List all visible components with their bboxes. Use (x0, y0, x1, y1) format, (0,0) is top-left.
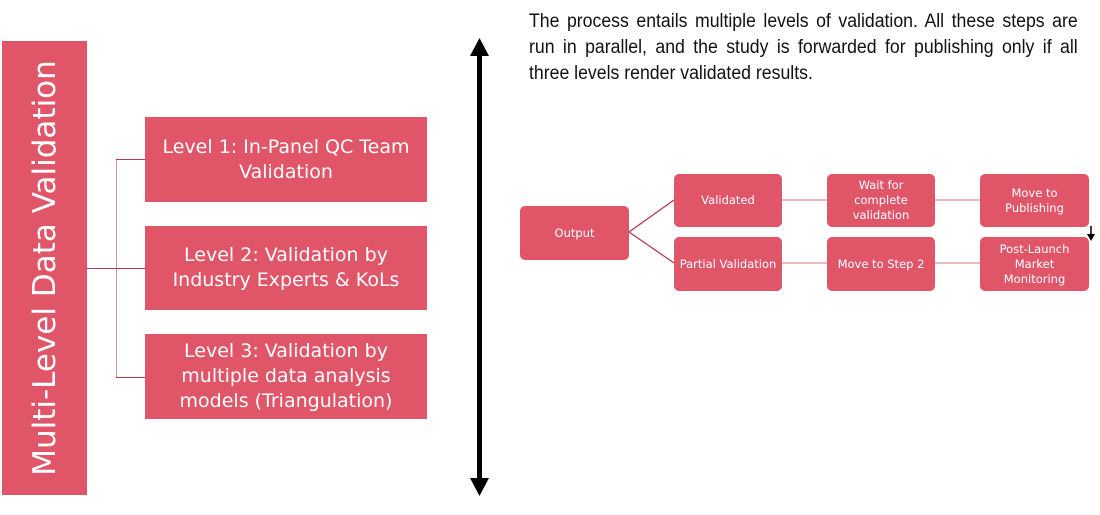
flow-wait-box: Wait for complete validation (827, 174, 935, 227)
flow-validated-box: Validated (674, 174, 782, 227)
level-3-label: Level 3: Validation by multiple data ana… (179, 340, 393, 412)
description-text: The process entails multiple levels of v… (529, 11, 1078, 84)
connector-level-2 (116, 268, 145, 269)
line-output-validated (628, 199, 675, 233)
flow-move-to-publishing-box: Move to Publishing (980, 174, 1089, 227)
small-down-arrow-icon (1087, 234, 1095, 241)
flow-validated-label: Validated (701, 193, 755, 207)
arrow-head-up (470, 38, 489, 56)
flow-post-launch-label: Post-Launch Market Monitoring (999, 241, 1070, 286)
flow-move-to-step2-box: Move to Step 2 (827, 237, 935, 291)
level-2-label: Level 2: Validation by Industry Experts … (172, 244, 400, 291)
double-arrow-icon (470, 38, 489, 496)
flow-wait-label: Wait for complete validation (852, 178, 910, 222)
level-2-box: Level 2: Validation by Industry Experts … (145, 226, 427, 310)
flow-partial-validation-label: Partial Validation (679, 256, 777, 271)
flow-move-to-publishing-label: Move to Publishing (1005, 185, 1064, 215)
flow-partial-validation-box: Partial Validation (674, 237, 782, 291)
level-1-label: Level 1: In-Panel QC Team Validation (162, 135, 410, 183)
level-3-box: Level 3: Validation by multiple data ana… (145, 334, 427, 419)
line-output-partial (628, 231, 675, 264)
flow-post-launch-box: Post-Launch Market Monitoring (980, 237, 1089, 291)
connector-level-1 (116, 159, 145, 160)
arrow-head-down (470, 478, 489, 496)
flow-output-box: Output (520, 206, 629, 260)
flow-output-label: Output (554, 225, 595, 240)
connector-trunk (87, 268, 117, 269)
sidebar-title-bar: Multi-Level Data Validation (2, 41, 87, 495)
level-1-box: Level 1: In-Panel QC Team Validation (145, 117, 427, 202)
connector-level-3 (116, 377, 145, 378)
flow-move-to-step2-label: Move to Step 2 (837, 256, 925, 271)
arrow-shaft (477, 52, 482, 482)
